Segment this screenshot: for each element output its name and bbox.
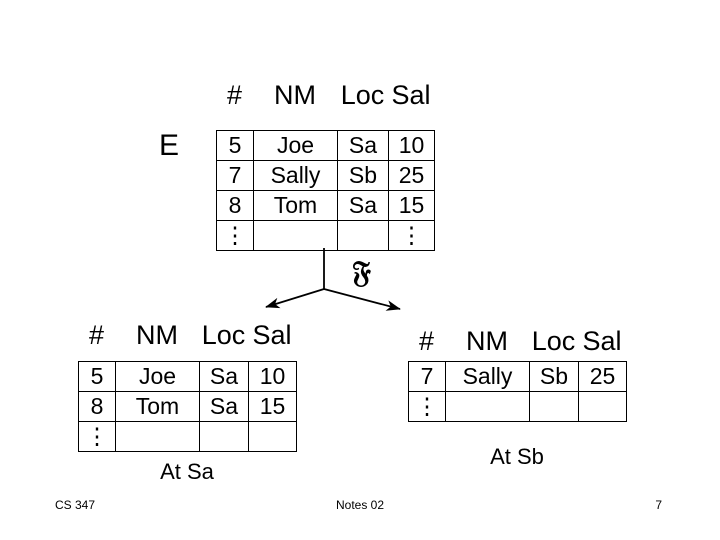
cell-num-ellipsis: ⋮ [216, 220, 254, 251]
table-row: 5 Joe Sa 10 [216, 130, 435, 161]
cell-sal: 25 [578, 361, 627, 392]
fragment-right-header-num: # [418, 326, 435, 356]
master-header-nm: NM [274, 80, 316, 110]
cell-num: 7 [408, 361, 446, 392]
table-row-ellipsis: ⋮ ⋮ [216, 220, 435, 251]
cell-sal: 10 [248, 361, 297, 392]
cell-loc: Sa [199, 361, 249, 392]
cell-loc-empty [337, 220, 389, 251]
footer-page-number: 7 [655, 498, 662, 512]
vertical-ellipsis-icon: ⋮ [400, 222, 423, 248]
cell-loc: Sb [529, 361, 579, 392]
fragmentation-arrow-right [323, 288, 401, 311]
fragment-right-header-loc: Loc [531, 326, 576, 356]
cell-loc: Sa [337, 130, 389, 161]
cell-loc: Sa [337, 190, 389, 221]
vertical-ellipsis-icon: ⋮ [85, 423, 109, 449]
fragment-right-table: 7 Sally Sb 25 ⋮ [408, 361, 627, 422]
cell-sal: 15 [388, 190, 435, 221]
cell-sal-empty [578, 391, 627, 422]
cell-nm-empty [445, 391, 530, 422]
table-row: 7 Sally Sb 25 [408, 361, 627, 392]
fragment-left-header-num: # [88, 320, 105, 350]
master-header-sal: Sal [391, 80, 431, 110]
fragment-left-caption: At Sa [160, 459, 214, 484]
cell-num: 5 [78, 361, 116, 392]
table-row: 5 Joe Sa 10 [78, 361, 297, 392]
vertical-ellipsis-icon: ⋮ [415, 393, 439, 419]
cell-nm: Tom [253, 190, 338, 221]
table-row: 8 Tom Sa 15 [216, 190, 435, 221]
cell-num: 5 [216, 130, 254, 161]
cell-sal-ellipsis: ⋮ [388, 220, 435, 251]
fragment-left-column-headers: # NM Loc Sal [78, 322, 296, 349]
fragment-left-header-sal: Sal [252, 320, 292, 350]
master-table-column-headers: # NM Loc Sal [216, 82, 434, 109]
master-table: 5 Joe Sa 10 7 Sally Sb 25 8 Tom Sa 15 ⋮ [216, 130, 435, 251]
cell-sal: 10 [388, 130, 435, 161]
cell-nm: Joe [115, 361, 200, 392]
fragment-left-header-nm: NM [136, 320, 178, 350]
table-row: 8 Tom Sa 15 [78, 391, 297, 422]
cell-num-ellipsis: ⋮ [408, 391, 446, 422]
cell-loc: Sb [337, 160, 389, 191]
cell-sal: 15 [248, 391, 297, 422]
master-header-num: # [226, 80, 243, 110]
table-row: 7 Sally Sb 25 [216, 160, 435, 191]
cell-sal-empty [248, 421, 297, 452]
fragment-left-table: 5 Joe Sa 10 8 Tom Sa 15 ⋮ [78, 361, 297, 452]
fragment-right-caption: At Sb [490, 444, 544, 469]
cell-nm-empty [253, 220, 338, 251]
cell-num-ellipsis: ⋮ [78, 421, 116, 452]
master-relation-label: E [159, 129, 180, 162]
cell-loc: Sa [199, 391, 249, 422]
cell-num: 8 [78, 391, 116, 422]
footer-notes: Notes 02 [335, 498, 385, 512]
cell-loc-empty [529, 391, 579, 422]
table-row-ellipsis: ⋮ [408, 391, 627, 422]
cell-nm: Sally [445, 361, 530, 392]
table-row-ellipsis: ⋮ [78, 421, 297, 452]
fragmentation-symbol: 𝔉 [352, 255, 371, 290]
fragment-right-header-sal: Sal [582, 326, 622, 356]
fragment-right-header-nm: NM [466, 326, 508, 356]
slide-footer: CS 347 Notes 02 7 [0, 492, 720, 518]
cell-loc-empty [199, 421, 249, 452]
cell-nm: Tom [115, 391, 200, 422]
cell-sal: 25 [388, 160, 435, 191]
cell-num: 7 [216, 160, 254, 191]
cell-nm: Sally [253, 160, 338, 191]
vertical-ellipsis-icon: ⋮ [223, 222, 247, 248]
master-header-loc: Loc [340, 80, 385, 110]
cell-num: 8 [216, 190, 254, 221]
footer-course: CS 347 [55, 498, 96, 512]
fragment-left-header-loc: Loc [201, 320, 246, 350]
cell-nm: Joe [253, 130, 338, 161]
fragment-right-column-headers: # NM Loc Sal [408, 328, 626, 355]
cell-nm-empty [115, 421, 200, 452]
fragmentation-arrow-left [265, 288, 325, 309]
